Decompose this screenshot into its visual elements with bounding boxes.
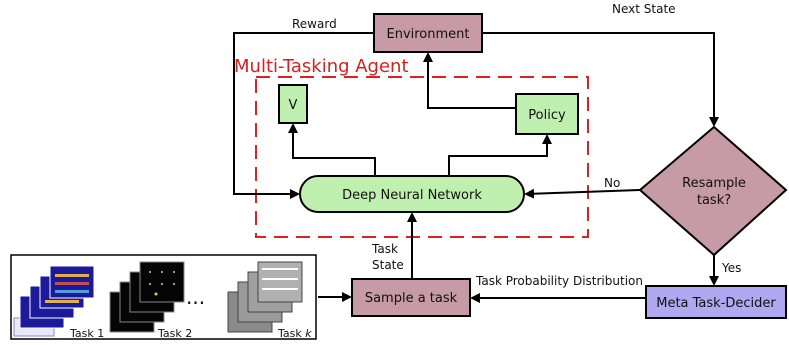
dnn-label: Deep Neural Network <box>342 188 482 203</box>
value-label: V <box>289 98 298 113</box>
taskk-image-stack <box>227 261 303 333</box>
agent-label: Multi-Tasking Agent <box>234 56 409 77</box>
dnn-to-policy-edge <box>448 134 552 176</box>
yes-label: Yes <box>721 261 741 275</box>
sample-task-label: Sample a task <box>365 291 458 306</box>
task-images-panel: Task 1 Task 2 ... Task k <box>10 254 317 340</box>
value-node: V <box>278 84 308 124</box>
environment-label: Environment <box>386 27 469 42</box>
environment-node: Environment <box>373 13 483 53</box>
meta-decider-label: Meta Task-Decider <box>656 296 776 311</box>
next-state-edge <box>482 32 719 127</box>
ellipsis-text: ... <box>186 285 205 309</box>
policy-to-environment-edge <box>423 52 516 109</box>
task1-image-stack <box>13 265 95 337</box>
resample-label-line2: task? <box>697 193 731 208</box>
dnn-to-value-edge <box>288 123 376 176</box>
agent-boundary <box>255 76 589 238</box>
task2-image-stack <box>109 261 185 333</box>
sample-task-node: Sample a task <box>351 278 471 317</box>
no-edge <box>524 188 641 199</box>
policy-label: Policy <box>528 108 566 123</box>
dnn-node: Deep Neural Network <box>299 175 525 213</box>
taskk-label-var: k <box>305 327 312 340</box>
task2-label: Task 2 <box>157 327 192 340</box>
no-label: No <box>604 176 620 190</box>
task1-label: Task 1 <box>69 327 104 340</box>
task-prob-label: Task Probability Distribution <box>475 274 643 288</box>
resample-decision: Resample task? <box>638 125 788 257</box>
task-state-label-line1: Task <box>371 242 398 256</box>
next-state-label: Next State <box>612 2 676 16</box>
resample-label-line1: Resample <box>682 176 746 191</box>
taskk-label: Task k <box>277 327 312 340</box>
meta-decider-node: Meta Task-Decider <box>645 285 787 319</box>
reward-label: Reward <box>292 17 337 31</box>
task-state-label-line2: State <box>372 258 404 272</box>
reward-edge <box>233 32 374 199</box>
policy-node: Policy <box>515 93 579 135</box>
taskk-label-prefix: Task <box>277 327 305 340</box>
